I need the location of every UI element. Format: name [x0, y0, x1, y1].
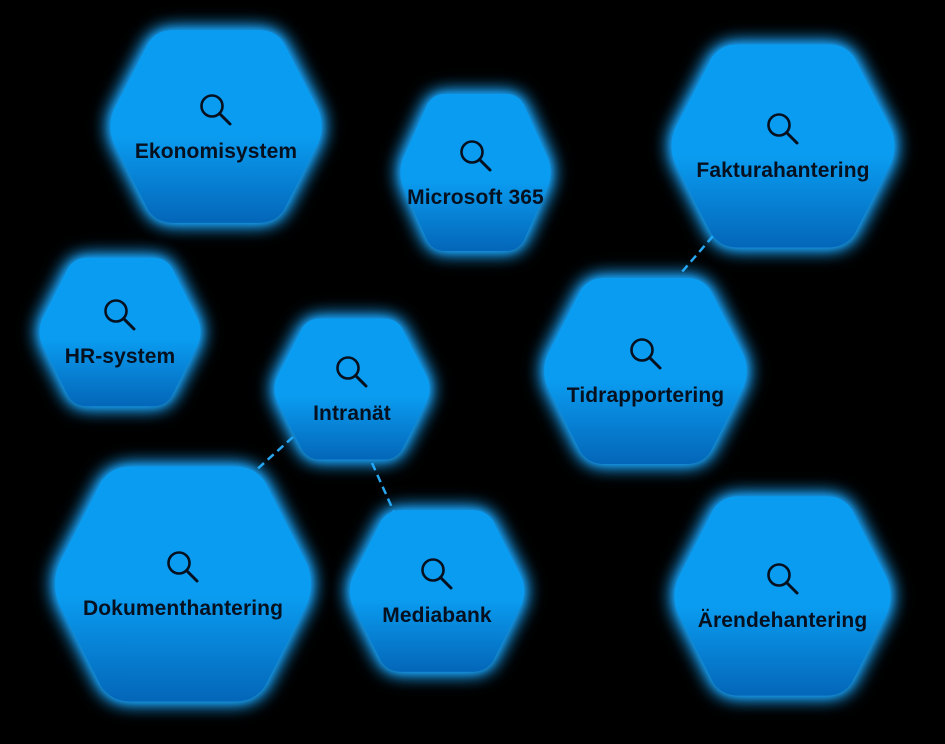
hexagon-shape [674, 496, 891, 696]
node-fakturahantering[interactable]: Fakturahantering [668, 38, 898, 254]
search-icon [421, 558, 453, 590]
node-label: Mediabank [382, 604, 492, 627]
search-icon [336, 356, 368, 388]
node-ekonomisystem[interactable]: Ekonomisystem [107, 24, 325, 229]
node-label: Intranät [313, 402, 391, 425]
hexagon-shape [110, 30, 322, 223]
search-icon [459, 139, 491, 171]
search-icon [104, 299, 136, 331]
search-icon [200, 93, 232, 125]
node-label: HR-system [64, 345, 176, 368]
node-label: Fakturahantering [696, 159, 870, 182]
hexagon-shape [671, 44, 895, 248]
hexagon-shape [349, 510, 525, 672]
node-intranat[interactable]: Intranät [272, 314, 432, 464]
hexagon-shape [274, 318, 430, 460]
node-microsoft365[interactable]: Microsoft 365 [398, 89, 553, 256]
search-icon [629, 338, 661, 370]
hexagon-shape [400, 94, 551, 251]
node-label: Ekonomisystem [134, 139, 298, 163]
node-tidrapportering[interactable]: Tidrapportering [541, 272, 750, 470]
node-mediabank[interactable]: Mediabank [347, 505, 527, 677]
hexagon-shape [544, 277, 747, 465]
hexagon-shape [39, 257, 201, 407]
node-label: Tidrapportering [566, 384, 725, 407]
node-dokumenthantering[interactable]: Dokumenthantering [51, 459, 315, 709]
node-label: Dokumenthantering [82, 597, 284, 620]
hexagon-shape [54, 466, 312, 702]
node-hrsystem[interactable]: HR-system [37, 253, 203, 411]
node-label: Microsoft 365 [407, 185, 544, 209]
search-icon [767, 113, 799, 145]
node-label: Ärendehantering [697, 609, 868, 632]
search-icon [766, 563, 798, 595]
search-icon [167, 551, 199, 583]
node-arendehantering[interactable]: Ärendehantering [671, 490, 894, 702]
